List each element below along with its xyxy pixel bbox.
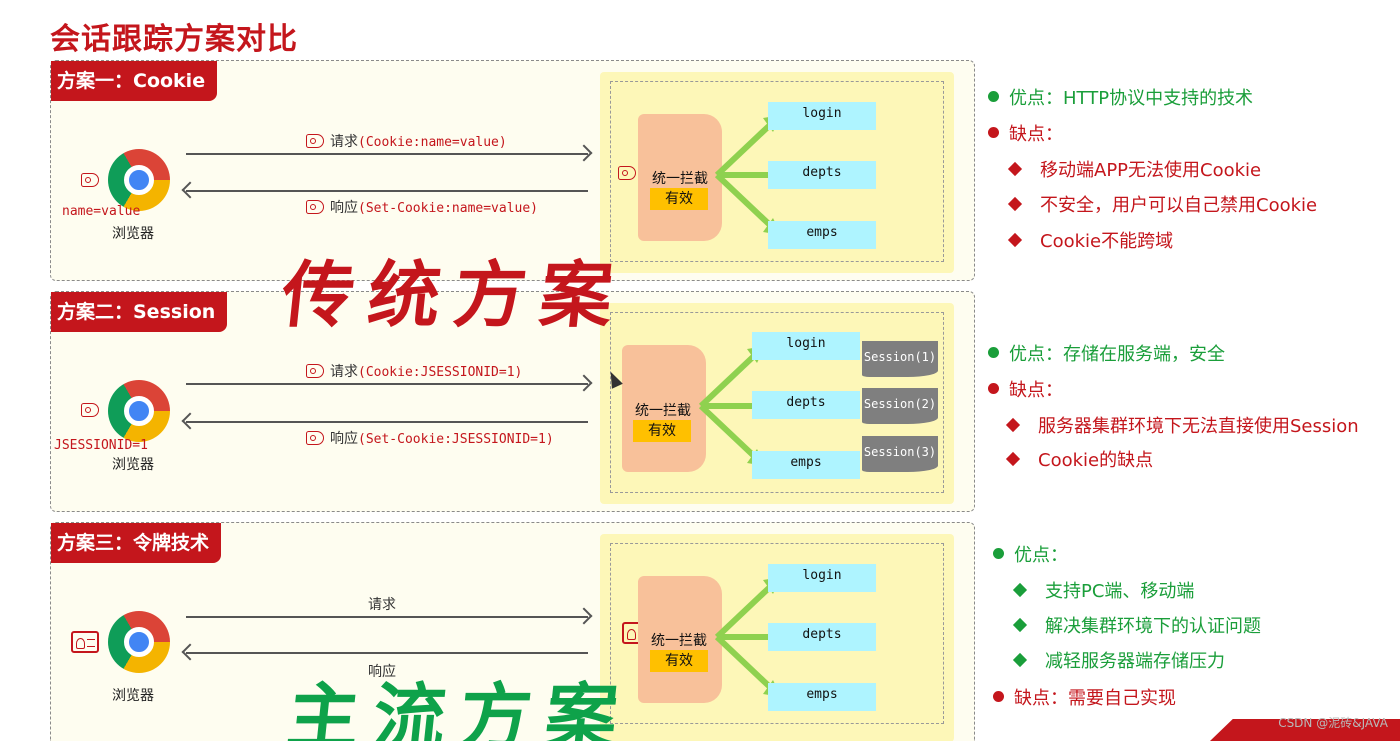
scheme-tag: 方案三：令牌技术 — [51, 523, 222, 563]
pro-text: 优点：存储在服务端，安全 — [1009, 344, 1225, 365]
chrome-browser-icon — [108, 380, 170, 442]
bullet-diamond-icon — [1007, 161, 1023, 177]
bullet-diamond-icon — [1012, 652, 1028, 668]
tag-icon — [81, 173, 99, 187]
response-arrow — [186, 421, 588, 423]
bullet-diamond-icon — [1007, 232, 1023, 248]
request-label: 请求(Cookie:name=value) — [306, 131, 507, 151]
bullet-dot-icon — [988, 127, 999, 138]
endpoint-login: login — [768, 564, 876, 592]
interceptor-box: 统一拦截 有效 — [622, 345, 706, 472]
browser-label: 浏览器 — [112, 688, 154, 704]
chrome-browser-icon — [108, 149, 170, 211]
scheme-session-panel: 方案二：Session JSESSIONID=1 浏览器 请求(Cookie:J… — [50, 291, 975, 512]
bullet-diamond-icon — [1012, 617, 1028, 633]
pro-label: 优点： — [1014, 545, 1068, 566]
endpoint-login: login — [768, 102, 876, 130]
scheme-token-panel: 方案三：令牌技术 浏览器 请求 响应 统一拦截 有效 login depts e… — [50, 522, 975, 741]
corner-banner — [1210, 719, 1400, 741]
pro-text: 优点：HTTP协议中支持的技术 — [1009, 88, 1254, 109]
scheme-tag: 方案一：Cookie — [51, 61, 218, 101]
con-item: 服务器集群环境下无法直接使用Session — [1038, 416, 1359, 437]
session-store-3: Session(3) — [862, 436, 938, 472]
bullet-dot-icon — [988, 91, 999, 102]
endpoint-emps: emps — [768, 683, 876, 711]
endpoint-emps: emps — [752, 451, 860, 479]
valid-badge: 有效 — [650, 650, 708, 672]
bullet-dot-icon — [993, 548, 1004, 559]
tag-icon — [306, 200, 324, 214]
con-label: 缺点： — [1009, 124, 1063, 145]
valid-badge: 有效 — [650, 188, 708, 210]
interceptor-label: 统一拦截 — [652, 171, 708, 187]
browser-cookie-value: name=value — [62, 204, 141, 219]
request-arrow — [186, 616, 588, 618]
valid-badge: 有效 — [633, 420, 691, 442]
session-store-2: Session(2) — [862, 388, 938, 424]
bullet-diamond-icon — [1007, 196, 1023, 212]
endpoint-emps: emps — [768, 221, 876, 249]
bullet-dot-icon — [993, 691, 1004, 702]
scheme-cookie-panel: 方案一：Cookie name=value 浏览器 请求(Cookie:name… — [50, 60, 975, 281]
server-box: 统一拦截 有效 login depts emps Session(1) Sess… — [600, 303, 954, 504]
request-label: 请求(Cookie:JSESSIONID=1) — [306, 361, 522, 381]
endpoint-depts: depts — [768, 623, 876, 651]
browser-cookie-value: JSESSIONID=1 — [54, 438, 148, 453]
con-label: 缺点： — [1009, 380, 1063, 401]
pro-item: 支持PC端、移动端 — [1045, 581, 1195, 602]
con-item: Cookie不能跨域 — [1040, 231, 1174, 252]
con-item: Cookie的缺点 — [1038, 450, 1154, 471]
pro-item: 解决集群环境下的认证问题 — [1045, 616, 1261, 637]
scheme-tag: 方案二：Session — [51, 292, 228, 332]
id-card-icon — [71, 631, 99, 653]
response-arrow — [186, 652, 588, 654]
tag-icon — [618, 166, 636, 180]
tag-icon — [306, 431, 324, 445]
bullet-diamond-icon — [1012, 582, 1028, 598]
tag-icon — [81, 403, 99, 417]
bullet-dot-icon — [988, 347, 999, 358]
interceptor-label: 统一拦截 — [635, 403, 691, 419]
browser-label: 浏览器 — [112, 457, 154, 473]
session-store-1: Session(1) — [862, 341, 938, 377]
interceptor-box: 统一拦截 有效 — [638, 114, 722, 241]
request-arrow — [186, 153, 588, 155]
response-label: 响应(Set-Cookie:JSESSIONID=1) — [306, 428, 554, 448]
interceptor-box: 统一拦截 有效 — [638, 576, 722, 703]
mainstream-scheme-overlay: 主流方案 — [282, 674, 636, 741]
tag-icon — [306, 364, 324, 378]
con-item: 不安全，用户可以自己禁用Cookie — [1040, 195, 1318, 216]
interceptor-label: 统一拦截 — [651, 633, 707, 649]
pro-item: 减轻服务器端存储压力 — [1045, 651, 1225, 672]
server-box: 统一拦截 有效 login depts emps — [600, 72, 954, 273]
response-label: 响应(Set-Cookie:name=value) — [306, 197, 538, 217]
watermark: CSDN @泥砖&JAVA — [1278, 716, 1388, 730]
con-item: 移动端APP无法使用Cookie — [1040, 160, 1262, 181]
bullet-diamond-icon — [1005, 417, 1021, 433]
endpoint-login: login — [752, 332, 860, 360]
endpoint-depts: depts — [752, 391, 860, 419]
server-box: 统一拦截 有效 login depts emps — [600, 534, 954, 741]
endpoint-depts: depts — [768, 161, 876, 189]
response-arrow — [186, 190, 588, 192]
request-label: 请求 — [368, 597, 396, 613]
chrome-browser-icon — [108, 611, 170, 673]
bullet-diamond-icon — [1005, 451, 1021, 467]
request-arrow — [186, 383, 588, 385]
traditional-scheme-overlay: 传统方案 — [277, 252, 631, 337]
browser-label: 浏览器 — [112, 226, 154, 242]
bullet-dot-icon — [988, 383, 999, 394]
response-label: 响应 — [368, 664, 396, 680]
con-text: 缺点：需要自己实现 — [1014, 688, 1176, 709]
tag-icon — [306, 134, 324, 148]
page-title: 会话跟踪方案对比 — [50, 22, 298, 57]
